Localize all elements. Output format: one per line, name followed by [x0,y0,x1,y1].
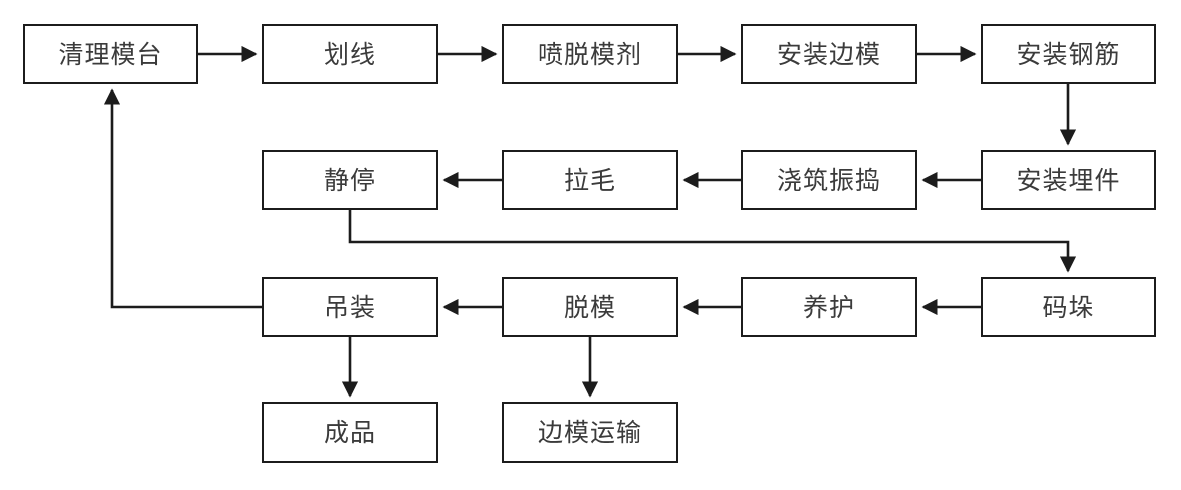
node-label: 安装埋件 [1016,165,1121,195]
node-label: 码垛 [1042,292,1095,322]
node-an-zhuang-gang-jin[interactable]: 安装钢筋 [981,24,1156,84]
node-label: 划线 [323,39,376,69]
node-label: 静停 [323,165,376,195]
node-an-zhuang-bian-mo[interactable]: 安装边模 [741,24,917,84]
node-label: 清理模台 [58,39,163,69]
node-la-mao[interactable]: 拉毛 [502,150,678,210]
node-label: 脱模 [563,292,616,322]
node-label: 吊装 [323,292,376,322]
node-yang-hu[interactable]: 养护 [741,277,917,337]
node-label: 拉毛 [563,165,616,195]
node-hua-xian[interactable]: 划线 [262,24,438,84]
edge-n9-n10 [348,210,1077,273]
node-an-zhuang-mai-jian[interactable]: 安装埋件 [981,150,1156,210]
node-label: 安装边模 [776,39,881,69]
node-label: 喷脱模剂 [537,39,642,69]
node-label: 成品 [323,418,376,447]
edge-n13-n1 [103,88,262,309]
node-bian-mo-yun-shu[interactable]: 边模运输 [502,402,678,463]
node-label: 边模运输 [537,418,642,447]
node-diao-zhuang[interactable]: 吊装 [262,277,438,337]
node-qing-li-mo-tai[interactable]: 清理模台 [23,24,198,84]
node-ma-duo[interactable]: 码垛 [981,277,1156,337]
node-jiao-zhu-zhen-dao[interactable]: 浇筑振捣 [741,150,917,210]
node-pen-tuo-mo-ji[interactable]: 喷脱模剂 [502,24,678,84]
node-label: 浇筑振捣 [776,165,881,195]
node-jing-ting[interactable]: 静停 [262,150,438,210]
node-cheng-pin[interactable]: 成品 [262,402,438,463]
node-label: 安装钢筋 [1016,39,1121,69]
node-label: 养护 [802,292,855,322]
node-tuo-mo[interactable]: 脱模 [502,277,678,337]
